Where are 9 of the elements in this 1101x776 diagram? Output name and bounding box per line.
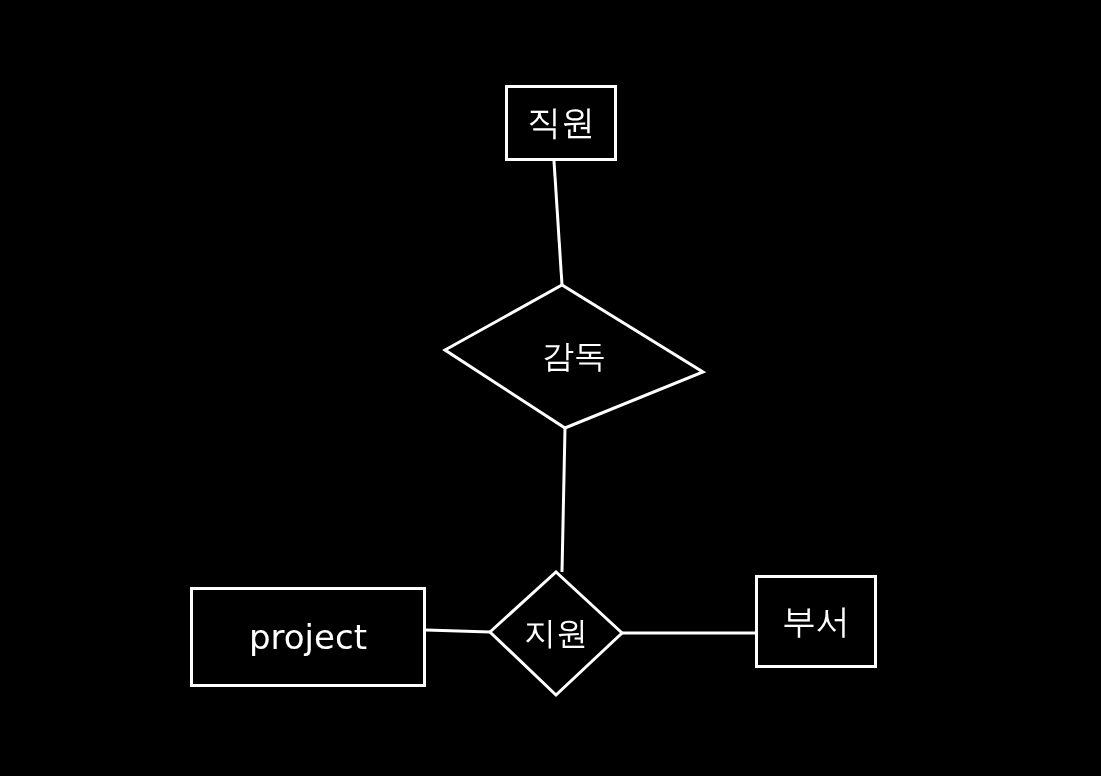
connector-line [560,427,567,573]
relationship-label: 지원 [524,612,588,654]
entity-box: 부서 [755,575,877,668]
relationship-label: 감독 [542,335,606,377]
connector-line [425,628,491,634]
connector-line [622,631,755,635]
entity-box: 직원 [505,85,617,161]
connector-line [552,160,564,286]
entity-box: project [190,587,426,687]
